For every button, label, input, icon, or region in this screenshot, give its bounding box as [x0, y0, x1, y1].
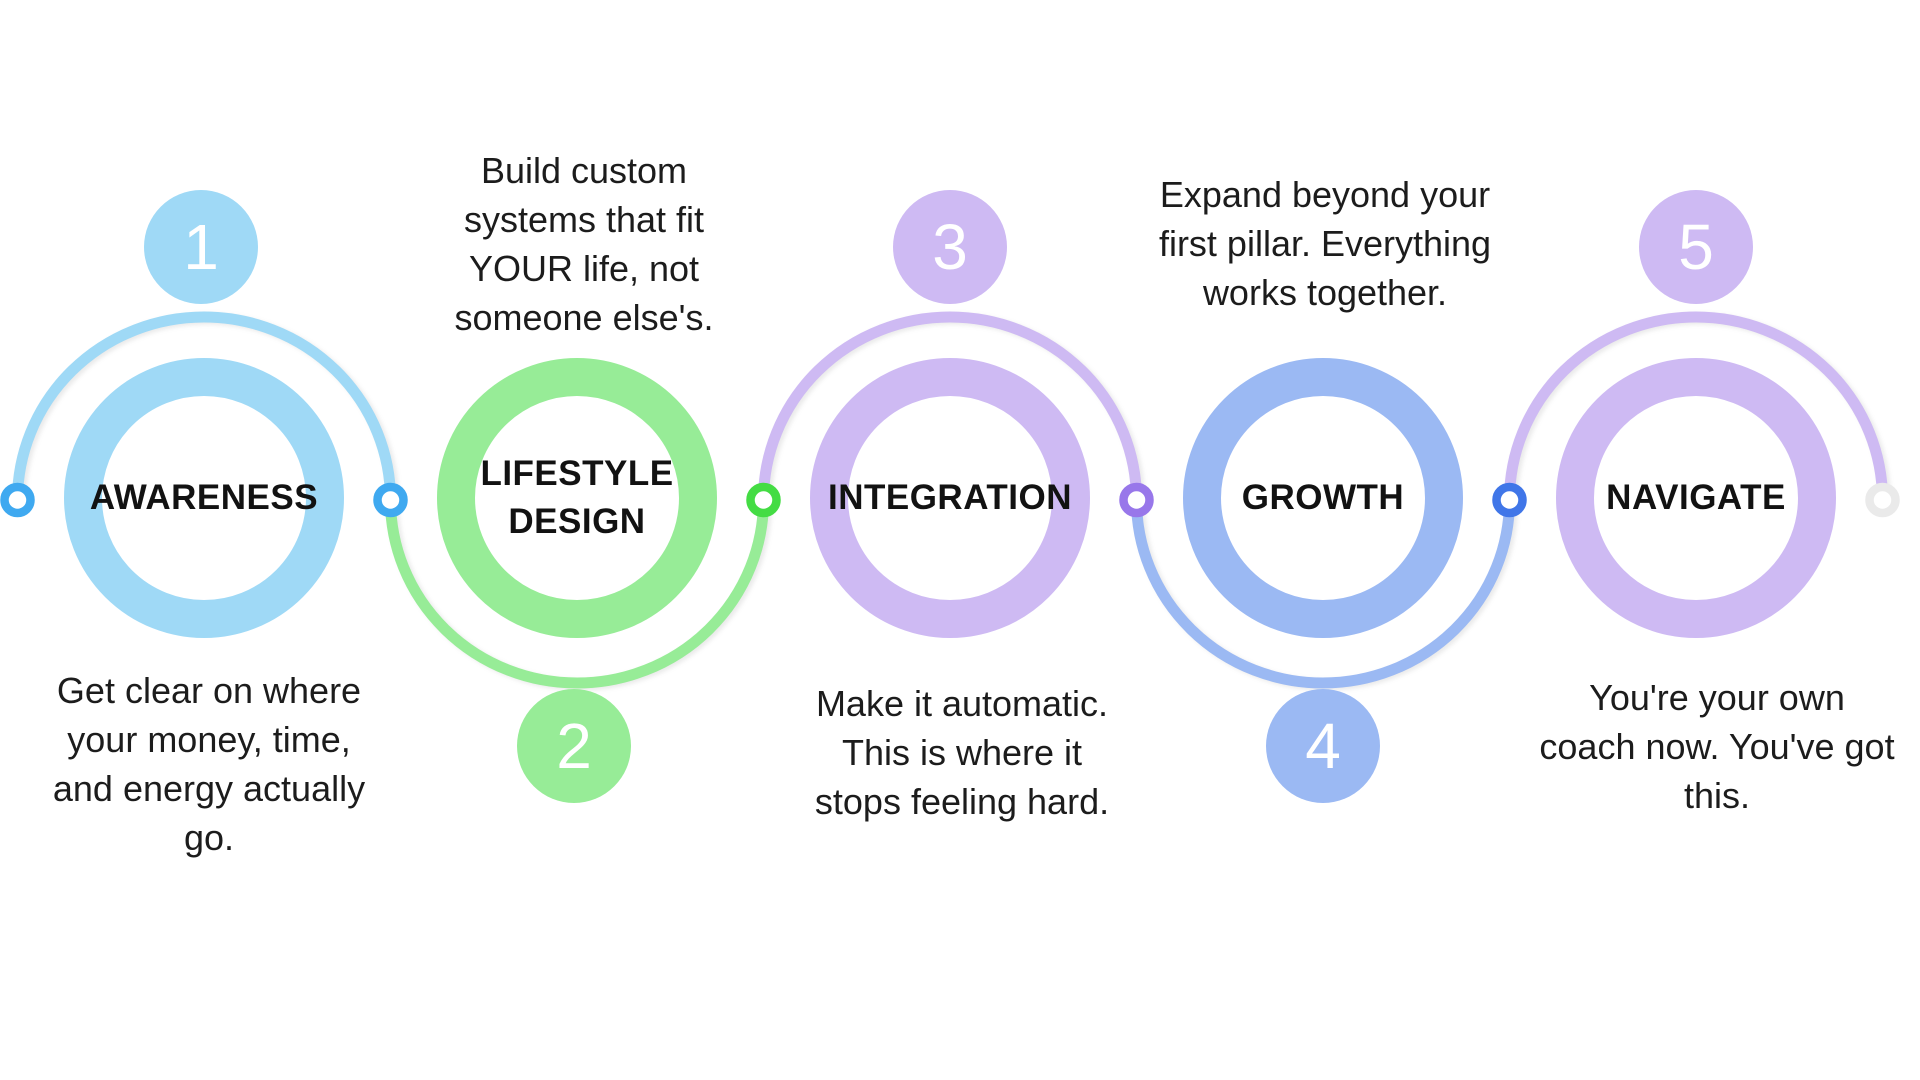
node-dot-2-3	[746, 482, 781, 518]
number-badge-4	[1266, 689, 1380, 803]
step-title-lifestyle-design: LIFESTYLE DESIGN	[480, 454, 674, 541]
node-dot-3-4	[1119, 482, 1154, 518]
step-description-lifestyle-design: Build custom systems that fit YOUR life,…	[454, 150, 714, 338]
number-label-4: 4	[1305, 710, 1341, 782]
step-ring-lifestyle-design	[437, 358, 717, 638]
node-dot-4-5	[1492, 482, 1527, 518]
step-ring-navigate	[1556, 358, 1836, 638]
connector-arc-step-3	[758, 311, 1142, 506]
step-description-growth: Expand beyond your first pillar. Everyth…	[1158, 174, 1492, 313]
connector-arc-step-1	[12, 311, 396, 506]
step-description-navigate: You're your own coach now. You've got th…	[1539, 677, 1895, 816]
number-label-5: 5	[1678, 211, 1714, 283]
number-label-2: 2	[556, 710, 592, 782]
step-description-awareness: Get clear on where your money, time, and…	[52, 670, 366, 858]
number-badge-5	[1639, 190, 1753, 304]
number-badge-1	[144, 190, 258, 304]
node-dot-start	[0, 482, 35, 518]
step-ring-growth	[1183, 358, 1463, 638]
node-dot-1-2	[373, 482, 408, 518]
step-ring-awareness	[64, 358, 344, 638]
number-badge-2	[517, 689, 631, 803]
number-label-3: 3	[932, 211, 968, 283]
connector-arc-step-4	[1131, 494, 1515, 689]
number-label-1: 1	[183, 211, 219, 283]
connector-arc-step-5	[1504, 311, 1888, 506]
step-title-awareness: AWARENESS	[89, 478, 319, 517]
step-ring-integration	[810, 358, 1090, 638]
step-title-growth: GROWTH	[1241, 478, 1405, 517]
step-title-navigate: NAVIGATE	[1606, 478, 1786, 517]
connector-arc-step-2	[385, 494, 769, 689]
node-dot-end	[1865, 482, 1900, 518]
step-title-integration: INTEGRATION	[827, 478, 1072, 517]
step-description-integration: Make it automatic. This is where it stop…	[814, 683, 1110, 822]
number-badge-3	[893, 190, 1007, 304]
